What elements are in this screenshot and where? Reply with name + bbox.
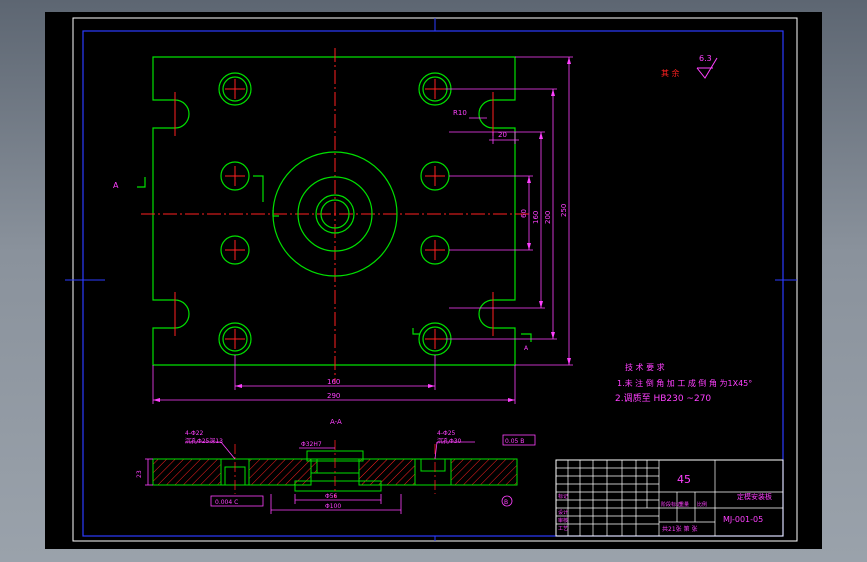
dim-160-horizontal: 160 [327,378,340,386]
roughness-symbol: 6.3 其 余 [661,54,718,79]
notes-line-1: 1.未 注 倒 角 加 工 成 倒 角 为1X45° [617,378,752,388]
section-holes-right: 4-Φ25 [437,430,456,437]
section-dim-56: Φ56 [325,493,338,500]
section-datum-b: B [504,499,508,506]
dim-290-horizontal: 290 [327,392,340,400]
section-dim-100: Φ100 [325,503,341,510]
section-center-bore: Φ32H7 [301,441,322,448]
tb-row-design: 设计 [558,509,568,516]
drawing-canvas: A A [65,17,798,542]
dim-r10: R10 [453,109,467,117]
sheet-info: 共21张 第 张 [662,525,697,533]
technical-notes: 技 术 要 求 1.未 注 倒 角 加 工 成 倒 角 为1X45° 2.调质至… [615,362,752,404]
tb-row-review: 审核 [558,517,568,524]
counterbore-hole [218,72,252,106]
section-holes-left: 4-Φ22 [185,430,204,437]
notes-line-2: 2.调质至 HB230 ~270 [615,392,711,404]
section-tolerance: 0.05 B [505,438,524,445]
section-holes-right-cb: 沉孔Φ30 [437,437,462,445]
section-holes-left-cb: 沉孔Φ25深13 [185,437,223,445]
mounting-hole [220,235,250,265]
roughness-value: 6.3 [699,54,712,63]
inner-frame [82,30,784,537]
tb-row-mark: 标记 [558,493,568,500]
roughness-label: 其 余 [661,68,680,78]
dim-200-vertical: 200 [544,211,552,224]
section-mark-right: A [524,345,529,352]
mounting-hole [220,161,250,191]
section-view: A-A [136,418,536,514]
dim-160-vertical: 160 [532,211,540,224]
plan-view: A A [113,48,573,404]
section-datum-tolerance: 0.004 C [215,499,238,506]
frame-ticks [65,18,797,541]
part-name: 定模安装板 [737,492,772,501]
title-block: 45 定模安装板 MJ-001-05 共21张 第 张 标记 设计 审核 工艺 … [555,459,784,537]
section-label: A-A [330,418,342,426]
cad-drawing-sheet: A A [45,12,822,549]
section-dim-height: 23 [136,470,143,478]
dim-250: 250 [560,204,568,217]
tb-stage: 阶段标记 [661,501,681,508]
center-bore [315,194,355,234]
tb-row-process: 工艺 [558,526,568,532]
material: 45 [677,473,691,486]
plate-outline [152,56,516,366]
notes-title: 技 术 要 求 [625,362,665,372]
tb-weight: 重量 [679,501,689,508]
tb-scale: 比例 [697,501,707,508]
section-mark-left: A [113,181,119,190]
locating-ring-mid [297,176,373,252]
drawing-number: MJ-001-05 [723,515,763,524]
dim-20: 20 [498,131,507,139]
dim-60-vertical: 60 [520,209,528,218]
